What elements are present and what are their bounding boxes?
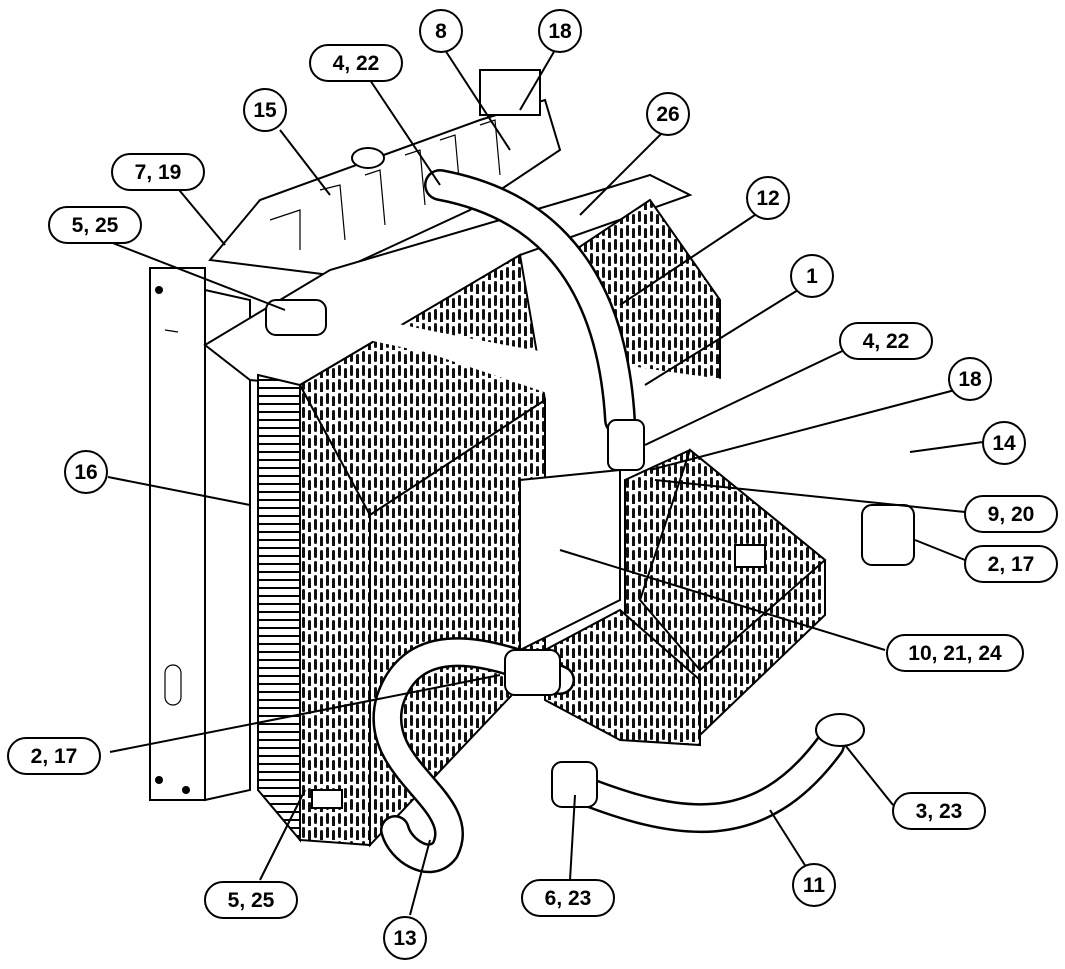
callouts: 8 18 26 15 12 1 18 16 — [7, 9, 1058, 960]
callout-18-top: 18 — [538, 9, 582, 53]
callout-10-21-24: 10, 21, 24 — [886, 634, 1024, 672]
svg-text:4, 22: 4, 22 — [863, 330, 910, 353]
svg-text:16: 16 — [74, 461, 97, 484]
radiator-side-plate — [149, 267, 251, 802]
radiator-core-left — [257, 373, 301, 843]
callout-18-right: 18 — [948, 357, 992, 401]
callout-4-22-right: 4, 22 — [839, 322, 933, 360]
svg-text:7, 19: 7, 19 — [135, 161, 182, 184]
svg-text:5, 25: 5, 25 — [72, 214, 119, 237]
svg-text:18: 18 — [958, 368, 982, 391]
lower-hose — [372, 637, 575, 874]
callout-14: 14 — [982, 421, 1026, 465]
svg-text:18: 18 — [548, 20, 572, 43]
svg-text:8: 8 — [435, 20, 447, 43]
callout-5-25-bottom: 5, 25 — [204, 881, 298, 919]
callout-8: 8 — [419, 9, 463, 53]
svg-text:2, 17: 2, 17 — [988, 553, 1035, 576]
svg-text:12: 12 — [756, 187, 779, 210]
bottom-tray — [544, 608, 701, 747]
svg-text:26: 26 — [656, 103, 679, 126]
svg-text:10, 21, 24: 10, 21, 24 — [908, 642, 1002, 665]
bypass-pipe — [551, 713, 865, 834]
callout-4-22-top: 4, 22 — [309, 44, 403, 82]
drain-fitting — [311, 789, 343, 809]
callout-2-17-left: 2, 17 — [7, 737, 101, 775]
svg-text:13: 13 — [393, 927, 416, 950]
callout-7-19: 7, 19 — [111, 153, 205, 191]
radiator-top-tank — [208, 69, 562, 277]
upper-hose — [424, 169, 645, 471]
svg-text:4, 22: 4, 22 — [333, 52, 380, 75]
svg-text:5, 25: 5, 25 — [228, 889, 275, 912]
callout-12: 12 — [746, 176, 790, 220]
callout-5-25-top: 5, 25 — [48, 206, 142, 244]
svg-text:11: 11 — [803, 874, 826, 897]
fan-shroud — [519, 468, 621, 652]
callout-13: 13 — [383, 916, 427, 960]
callout-15: 15 — [243, 88, 287, 132]
svg-text:1: 1 — [806, 265, 818, 288]
callout-2-17-right: 2, 17 — [964, 545, 1058, 583]
callout-16: 16 — [64, 450, 108, 494]
svg-text:9, 20: 9, 20 — [988, 503, 1035, 526]
callout-6-23: 6, 23 — [521, 879, 615, 917]
svg-text:3, 23: 3, 23 — [916, 800, 963, 823]
drawing — [149, 69, 915, 874]
svg-text:15: 15 — [253, 99, 277, 122]
callout-1: 1 — [790, 254, 834, 298]
callout-11: 11 — [792, 863, 836, 907]
mesh-guard-right-front — [638, 448, 827, 672]
svg-text:2, 17: 2, 17 — [31, 745, 78, 768]
svg-text:14: 14 — [992, 432, 1016, 455]
svg-text:6, 23: 6, 23 — [545, 887, 592, 910]
access-plate — [734, 544, 766, 568]
leader-lines — [104, 49, 984, 916]
callout-9-20: 9, 20 — [964, 495, 1058, 533]
callout-3-23: 3, 23 — [892, 792, 986, 830]
callout-26: 26 — [646, 92, 690, 136]
